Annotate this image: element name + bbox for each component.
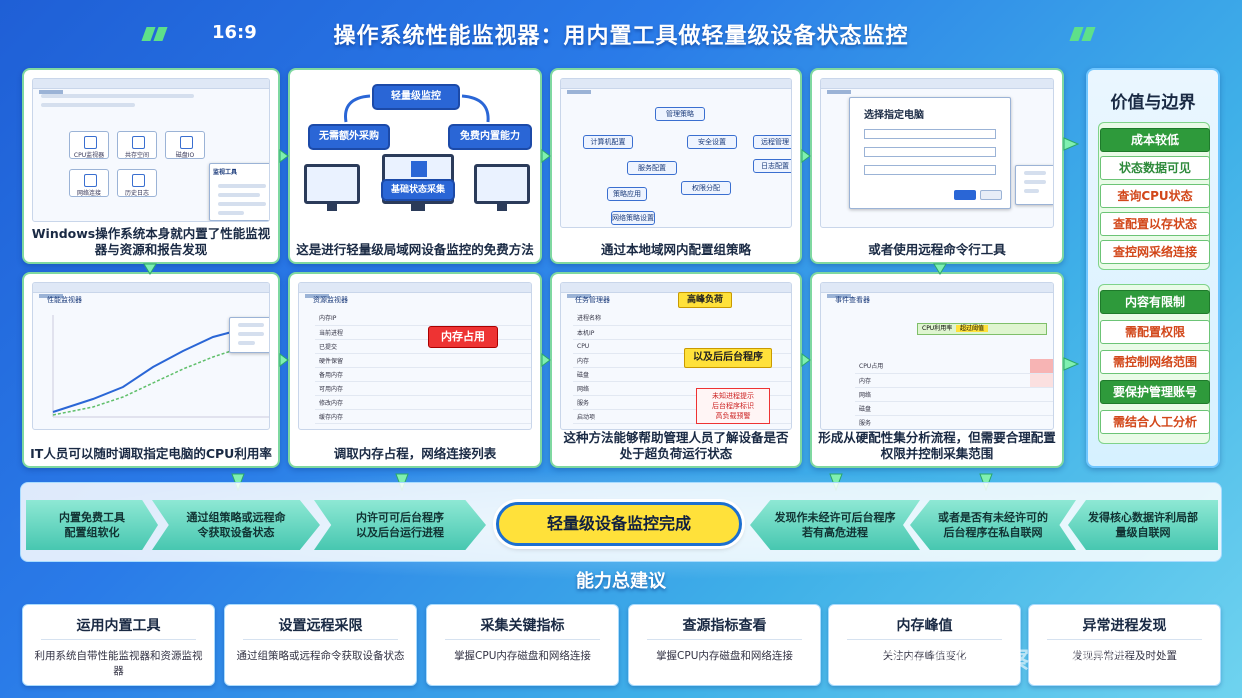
flow-step-5: 或者是否有未经许可的 后台程序在私自联网 (910, 500, 1076, 550)
select-computer-dialog: 选择指定电脑 (849, 97, 1011, 209)
node-lightweight-monitor: 轻量级监控 (372, 84, 460, 110)
panel-analysis: 事件查看器 CPU利用率 超过阈值 CPU占用 内存 网络 磁盘 服务 形成从硬… (810, 272, 1064, 468)
aspect-ratio-label: 16:9 (212, 22, 257, 43)
table-row: 磁盘 (573, 367, 791, 382)
pill-query-config: 查配置以存状态 (1100, 212, 1210, 236)
flow-center-complete: 轻量级设备监控完成 (496, 502, 742, 546)
windows-logo-icon (411, 161, 427, 177)
node-basic-collect: 基础状态采集 (381, 179, 455, 201)
table-row: 硬件保留 (315, 353, 531, 368)
screenshot-remote-dialog: 选择指定电脑 (820, 78, 1054, 228)
threshold-search[interactable]: CPU利用率 超过阈值 (917, 323, 1047, 335)
cycle-arrows (344, 94, 490, 123)
side-menu (1015, 165, 1053, 205)
table-row: 内存IP (315, 311, 531, 326)
memory-table: 内存IP 当前进程 已提交 硬件保留 备用内存 可用内存 修改内存 缓存内存 (315, 311, 531, 424)
side-title: 价值与边界 (1110, 93, 1196, 113)
pill-limited-content: 内容有限制 (1100, 290, 1210, 314)
memory-usage-callout: 内存占用 (428, 326, 498, 348)
pill-protect-account: 要保护管理账号 (1100, 380, 1210, 404)
panel-cpu-usage: 性能监视器 IT人员可以随时调取指定电脑的CPU利用率 (22, 272, 280, 468)
pill-manual-analysis: 需结合人工分析 (1100, 410, 1210, 434)
table-row: 网络 (855, 387, 1053, 402)
pill-query-cpu: 查询CPU状态 (1100, 184, 1210, 208)
panel-remote-cli: 选择指定电脑 或者使用远程命令行工具 (810, 68, 1064, 264)
caption-remote-cli: 或者使用远程命令行工具 (868, 242, 1006, 257)
node-free-builtin: 免费内置能力 (448, 124, 532, 150)
screenshot-monitor-tools: CPU监视器 共存空间 磁盘IO 网络连接 历史日志 监视工具 (32, 78, 270, 222)
screenshot-performance-monitor: 性能监视器 (32, 282, 270, 430)
tools-menu: 监视工具 (209, 163, 269, 221)
table-row: 修改内存 (315, 395, 531, 410)
summary-card-1: 运用内置工具利用系统自带性能监视器和资源监视器 (22, 604, 215, 686)
panel-memory: 资源监视器 内存IP 当前进程 已提交 硬件保留 备用内存 可用内存 修改内存 … (288, 272, 542, 468)
computer-name-input[interactable] (864, 129, 996, 139)
page-title: 操作系统性能监视器：用内置工具做轻量级设备状态监控 (333, 24, 909, 49)
event-table: CPU占用 内存 网络 磁盘 服务 (855, 359, 1053, 429)
pill-status-visible: 状态数据可见 (1100, 156, 1210, 180)
laptop-left-icon (304, 164, 360, 211)
table-row: 进程名称 (573, 311, 791, 326)
screenshot-event-viewer: 事件查看器 CPU利用率 超过阈值 CPU占用 内存 网络 磁盘 服务 (820, 282, 1054, 430)
flow-step-1: 内置免费工具 配置组软化 (26, 500, 158, 550)
chart-legend (229, 317, 269, 353)
caption-overload: 这种方法能够帮助管理人员了解设备是否处于超负荷运行状态 (563, 430, 789, 461)
screenshot-group-policy: 管理策略 计算机配置 安全设置 远程管理 服务配置 日志配置 策略应用 权限分配… (560, 78, 792, 228)
summary-card-2: 设置远程采限通过组策略或远程命令获取设备状态 (224, 604, 417, 686)
connector-arrows (143, 137, 1080, 492)
pill-network-range: 需控制网络范围 (1100, 350, 1210, 374)
cancel-button[interactable] (980, 190, 1002, 200)
flow-step-2: 通过组策略或远程命 令获取设备状态 (152, 500, 320, 550)
panel-overload: 任务管理器 进程名称 本机IP CPU 内存 磁盘 网络 服务 启动项 高峰负荷… (550, 272, 802, 468)
pill-low-cost: 成本较低 (1100, 128, 1210, 152)
flow-step-6: 发得核心数据许利局部 量级自联网 (1068, 500, 1218, 550)
screenshot-resource-monitor: 资源监视器 内存IP 当前进程 已提交 硬件保留 备用内存 可用内存 修改内存 … (298, 282, 532, 430)
ok-button[interactable] (954, 190, 976, 200)
watermark: @石家庄洞察之眼软件 (880, 646, 1130, 674)
table-row: 内存 (855, 373, 1053, 388)
flow-step-4: 发现作未经许可后台程序 若有高危进程 (750, 500, 920, 550)
option-select[interactable] (864, 165, 996, 175)
value-boundary-panel: 价值与边界 成本较低 状态数据可见 查询CPU状态 查配置以存状态 查控网采络连… (1086, 68, 1220, 468)
caption-free-method: 这是进行轻量级局域网设备监控的免费方法 (296, 242, 534, 257)
summary-card-3: 采集关键指标掌握CPU内存磁盘和网络连接 (426, 604, 619, 686)
dialog-title: 选择指定电脑 (864, 110, 924, 121)
caption-memory: 调取内存占程，网络连接列表 (333, 446, 497, 461)
table-row: 缓存内存 (315, 409, 531, 424)
caption-builtin-tools: Windows操作系统本身就内置了性能监视器与资源和报告发现 (31, 226, 271, 257)
summary-card-4: 查源指标查看掌握CPU内存磁盘和网络连接 (628, 604, 821, 686)
table-row: 可用内存 (315, 381, 531, 396)
summary-card-6: 异常进程发现发现异常进程及时处置 (1028, 604, 1221, 686)
address-input[interactable] (864, 147, 996, 157)
summary-card-5: 内存峰值关注内存峰值变化 (828, 604, 1021, 686)
caption-group-policy: 通过本地域网内配置组策略 (600, 242, 751, 257)
caption-cpu-usage: IT人员可以随时调取指定电脑的CPU利用率 (30, 446, 272, 461)
desktop-monitor-icon: 基础状态采集 (381, 154, 455, 211)
flow-step-3: 内许可可后台程序 以及后台运行进程 (314, 500, 486, 550)
panel-builtin-tools: CPU监视器 共存空间 磁盘IO 网络连接 历史日志 监视工具 Windows操… (22, 68, 280, 264)
table-row: 磁盘 (855, 401, 1053, 416)
panel-group-policy: 管理策略 计算机配置 安全设置 远程管理 服务配置 日志配置 策略应用 权限分配… (550, 68, 802, 264)
caption-analysis: 形成从硬配性集分析流程，但需要合理配置权限并控制采集范围 (818, 430, 1056, 461)
table-row: 备用内存 (315, 367, 531, 382)
pill-need-permission: 需配置权限 (1100, 320, 1210, 344)
background-program-callout: 以及后后台程序 (684, 348, 772, 368)
laptop-right-icon (474, 164, 530, 211)
table-row: CPU占用 (855, 359, 1053, 374)
pill-network-connect: 查控网采络连接 (1100, 240, 1210, 264)
table-row: 服务 (855, 415, 1053, 429)
table-row: 本机IP (573, 325, 791, 340)
summary-title: 能力总建议 (576, 571, 666, 592)
warning-note: 未知进程提示后台程序标识高负载预警 (696, 388, 770, 424)
node-no-purchase: 无需额外采购 (308, 124, 390, 150)
panel-free-method: 轻量级监控 无需额外采购 免费内置能力 基础状态采集 这是进行轻量级局域网设备监… (288, 68, 542, 264)
peak-load-callout: 高峰负荷 (678, 292, 733, 308)
